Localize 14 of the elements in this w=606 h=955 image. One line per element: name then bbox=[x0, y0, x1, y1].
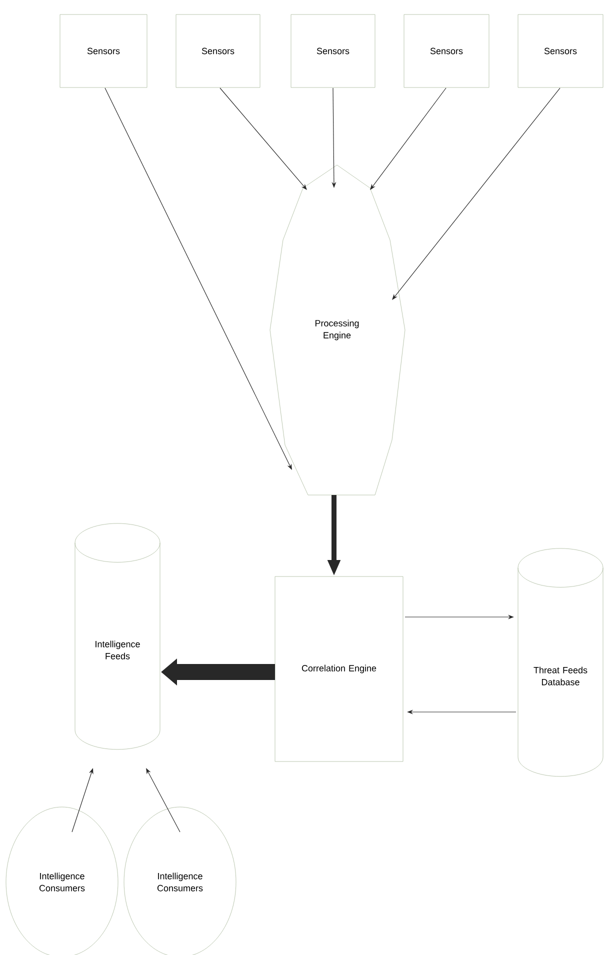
arrow bbox=[220, 88, 307, 190]
process-box: Sensors bbox=[518, 14, 604, 88]
process-box: Sensors bbox=[60, 14, 148, 88]
arrow bbox=[370, 88, 446, 190]
process-box: Sensors bbox=[290, 14, 376, 88]
database-cylinder: Intelligence Feeds bbox=[74, 523, 160, 750]
arrow bbox=[104, 88, 292, 470]
engine-polygon: Processing Engine bbox=[270, 164, 406, 496]
arrow bbox=[146, 768, 180, 832]
process-box: Sensors bbox=[404, 14, 490, 88]
process-box: Sensors bbox=[176, 14, 260, 88]
process-box: Correlation Engine bbox=[274, 576, 404, 762]
database-cylinder: Threat Feeds Database bbox=[518, 548, 604, 777]
arrow bbox=[392, 88, 560, 300]
